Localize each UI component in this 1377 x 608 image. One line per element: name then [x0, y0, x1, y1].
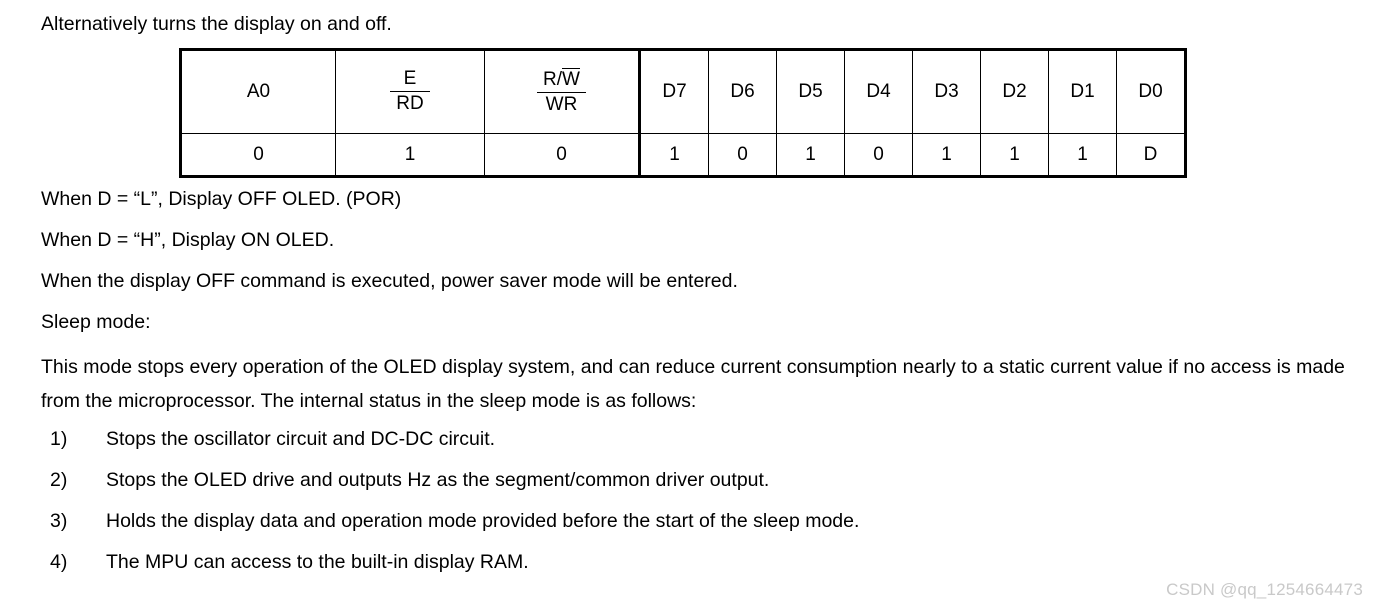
rw-prefix: R/ — [543, 69, 563, 91]
value-cell-e-rd: 1 — [335, 133, 485, 177]
list-item-text: The MPU can access to the built-in displ… — [106, 551, 529, 573]
value-cell-a0: 0 — [180, 133, 336, 177]
list-marker: 2) — [50, 469, 68, 491]
header-label-a0: A0 — [246, 81, 271, 102]
header-cell-d7: D7 — [638, 49, 709, 134]
list-item: 1) Stops the oscillator circuit and DC-DC… — [50, 426, 495, 452]
intro-text: Alternatively turns the display on and o… — [41, 13, 392, 35]
value-cell-rw-wr: 0 — [484, 133, 641, 177]
value-cell-d0: D — [1116, 133, 1186, 177]
fraction-denominator-wr: WR — [537, 91, 586, 116]
value-cell-d2: 1 — [980, 133, 1049, 177]
value-cell-d7: 1 — [638, 133, 709, 177]
value-cell-d6: 0 — [708, 133, 777, 177]
list-marker: 1) — [50, 428, 68, 450]
value-cell-d1: 1 — [1048, 133, 1117, 177]
note-line-power-saver: When the display OFF command is executed… — [41, 270, 738, 292]
list-item: 4) The MPU can access to the built-in dis… — [50, 549, 529, 575]
fraction-e-over-rd: E RD — [390, 68, 430, 115]
value-cell-d3: 1 — [912, 133, 981, 177]
header-cell-d0: D0 — [1116, 49, 1186, 134]
header-cell-d2: D2 — [980, 49, 1049, 134]
list-item: 2) Stops the OLED drive and outputs Hz as… — [50, 467, 769, 493]
sleep-mode-paragraph: This mode stops every operation of the O… — [41, 356, 1345, 412]
note-line-d-low: When D = “L”, Display OFF OLED. (POR) — [41, 188, 402, 210]
header-cell-a0: A0 — [180, 49, 336, 134]
command-table: A0 E RD R/W WR D7 — [179, 48, 1187, 178]
watermark-text: CSDN @qq_1254664473 — [1166, 580, 1363, 599]
note-line-d-high: When D = “H”, Display ON OLED. — [41, 229, 335, 251]
header-cell-e-rd: E RD — [335, 49, 485, 134]
value-cell-d5: 1 — [776, 133, 845, 177]
fraction-denominator-rd: RD — [390, 90, 430, 115]
header-cell-d1: D1 — [1048, 49, 1117, 134]
value-cell-d4: 0 — [844, 133, 913, 177]
list-item-text: Stops the oscillator circuit and DC-DC c… — [106, 428, 496, 450]
fraction-numerator-e: E — [403, 68, 417, 90]
note-line-sleep-mode-heading: Sleep mode: — [41, 311, 151, 333]
fraction-numerator-rw: R/W — [537, 68, 586, 92]
header-cell-d4: D4 — [844, 49, 913, 134]
list-item-text: Stops the OLED drive and outputs Hz as t… — [106, 469, 770, 491]
header-cell-d3: D3 — [912, 49, 981, 134]
header-cell-d5: D5 — [776, 49, 845, 134]
list-marker: 4) — [50, 551, 68, 573]
list-marker: 3) — [50, 510, 68, 532]
header-cell-d6: D6 — [708, 49, 777, 134]
list-item: 3) Holds the display data and operation m… — [50, 508, 859, 534]
list-item-text: Holds the display data and operation mod… — [106, 510, 860, 532]
fraction-rw-over-wr: R/W WR — [537, 68, 586, 115]
command-table-container: A0 E RD R/W WR D7 — [179, 48, 1187, 178]
table-header-row: A0 E RD R/W WR D7 — [180, 49, 1186, 134]
rw-overline-w: W — [562, 68, 580, 91]
table-value-row: 0 1 0 1 0 1 0 1 1 1 D — [180, 133, 1186, 177]
header-cell-rw-wr: R/W WR — [484, 49, 641, 134]
